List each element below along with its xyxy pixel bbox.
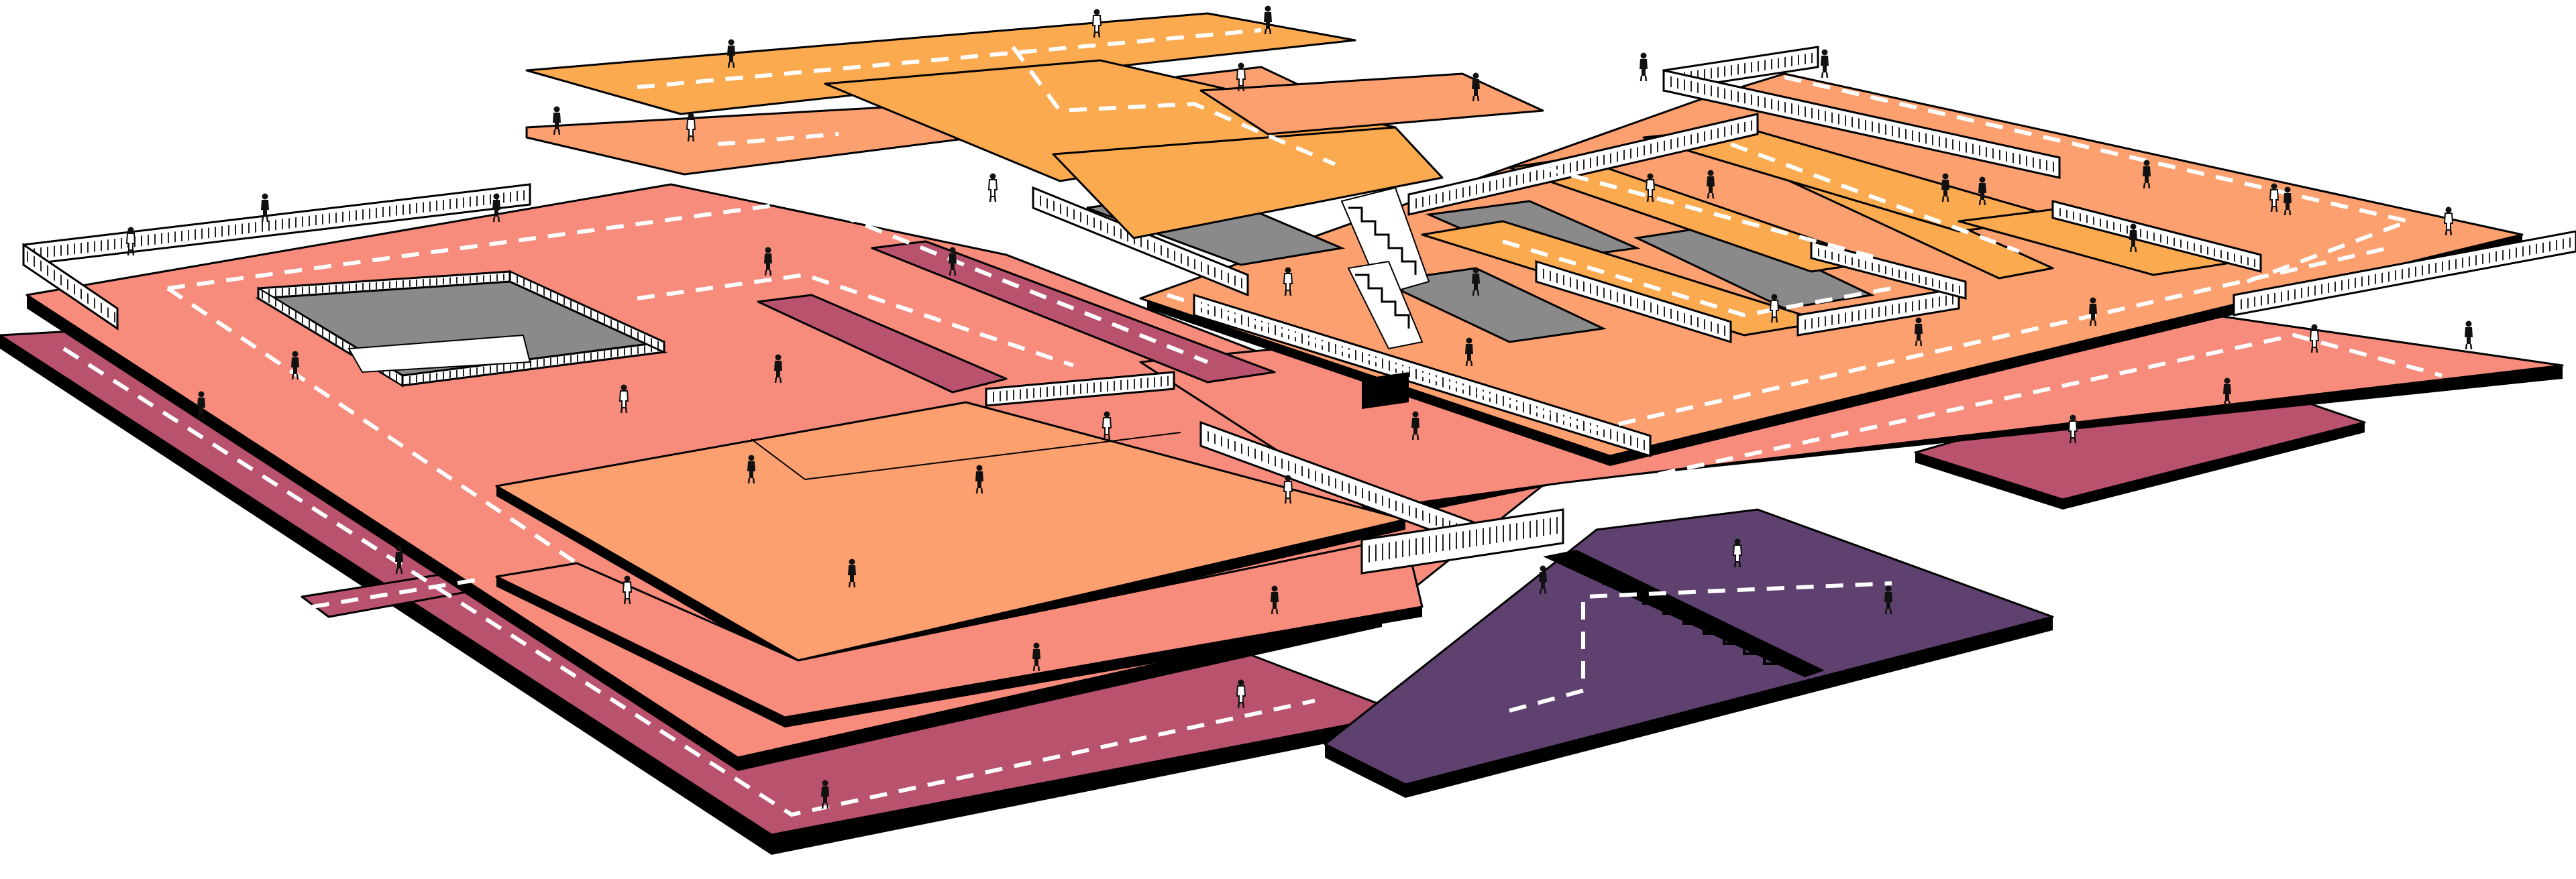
person-figure-icon — [2443, 207, 2454, 236]
person-figure-icon — [2068, 414, 2078, 444]
circulation-route — [717, 132, 839, 146]
top-slab-roof — [1052, 126, 1444, 239]
person-figure-icon — [1539, 565, 1547, 595]
person-figure-icon — [1236, 679, 1246, 709]
person-figure-icon — [1941, 173, 1949, 202]
person-figure-icon — [492, 193, 500, 223]
person-figure-icon — [1978, 176, 1986, 206]
person-figure-icon — [553, 106, 561, 135]
top-slab-right — [1199, 72, 1544, 135]
person-figure-icon — [2143, 160, 2151, 189]
person-figure-icon — [1769, 294, 1780, 323]
person-figure-icon — [1411, 411, 1419, 441]
person-figure-icon — [2269, 183, 2279, 213]
person-figure-icon — [949, 247, 957, 276]
second-level — [495, 371, 1564, 727]
person-figure-icon — [727, 39, 735, 68]
person-figure-icon — [975, 465, 983, 494]
person-figure-icon — [1091, 9, 1102, 38]
circulation-route — [1542, 333, 2443, 502]
ground-exposed-strip — [757, 294, 1008, 394]
person-figure-icon — [2223, 377, 2231, 407]
purple-lower-slab — [1324, 508, 2054, 786]
circulation-route — [1011, 46, 1336, 166]
person-figure-icon — [1915, 317, 1923, 347]
circulation-route — [1167, 246, 2389, 432]
circulation-route — [637, 28, 1262, 89]
person-figure-icon — [1707, 170, 1715, 199]
person-figure-icon — [1645, 173, 1656, 202]
person-figure-icon — [1732, 538, 1743, 568]
person-figure-icon — [1102, 411, 1112, 441]
circulation-route — [62, 347, 1316, 817]
person-figure-icon — [395, 545, 403, 575]
circulation-route — [167, 198, 1209, 364]
circulation-route — [1509, 581, 1892, 713]
first-right-wing-edge — [1368, 365, 2563, 523]
person-figure-icon — [1283, 267, 1293, 296]
person-figure-icon — [1884, 585, 1892, 615]
circulation-route — [1729, 142, 2021, 253]
person-figure-icon — [2089, 297, 2097, 327]
person-figure-icon — [1821, 49, 1829, 78]
person-figure-icon — [987, 173, 998, 202]
circulation-route — [1502, 239, 1892, 318]
second-slab-edge — [496, 486, 1405, 670]
person-figure-icon — [1472, 72, 1480, 102]
person-figure-icon — [197, 391, 205, 420]
person-figure-icon — [821, 780, 829, 809]
circulation-route — [637, 272, 1074, 367]
people — [125, 5, 2473, 809]
person-figure-icon — [622, 575, 633, 605]
stair-icon — [1340, 186, 1430, 409]
person-figure-icon — [2465, 320, 2473, 350]
stair-icon — [347, 334, 531, 373]
person-figure-icon — [291, 351, 299, 380]
atrium-void — [1378, 267, 1607, 343]
person-figure-icon — [1236, 62, 1246, 92]
person-figure-icon — [2309, 324, 2320, 353]
person-figure-icon — [261, 193, 269, 223]
person-figure-icon — [1465, 337, 1473, 367]
person-figure-icon — [774, 354, 782, 384]
person-figure-icon — [686, 113, 696, 142]
person-figure-icon — [125, 227, 136, 256]
stair-icon — [1543, 550, 1825, 677]
person-figure-icon — [2284, 186, 2292, 216]
person-figure-icon — [1283, 475, 1293, 504]
person-figure-icon — [848, 559, 856, 588]
circulation-route — [1784, 75, 2416, 284]
person-figure-icon — [1271, 585, 1279, 615]
person-figure-icon — [747, 455, 755, 484]
person-figure-icon — [2129, 223, 2137, 253]
person-figure-icon — [1264, 5, 1272, 35]
person-figure-icon — [1032, 642, 1040, 672]
person-figure-icon — [1472, 267, 1480, 296]
upper-levels — [525, 12, 2576, 466]
person-figure-icon — [764, 247, 772, 276]
person-figure-icon — [1640, 52, 1648, 82]
person-figure-icon — [619, 384, 629, 414]
